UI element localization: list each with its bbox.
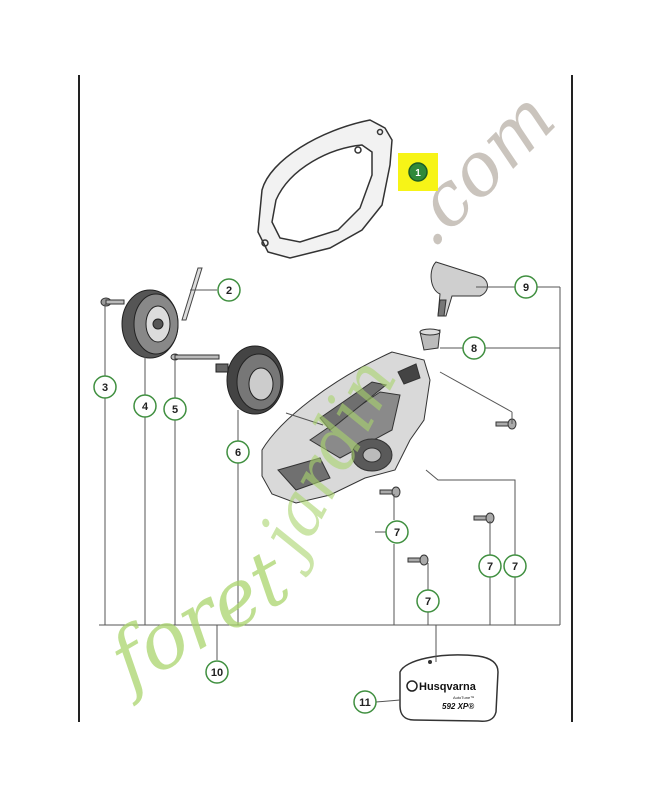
watermark-foret: foret xyxy=(90,533,305,709)
part-screw-7-a xyxy=(379,486,401,498)
callout-7-a: 7 xyxy=(385,520,409,544)
callout-1-label: 1 xyxy=(415,168,421,179)
part-spring xyxy=(181,267,203,321)
callouts: 1 2 3 4 5 6 7 7 xyxy=(93,153,538,714)
part-screw-7-b xyxy=(473,512,495,524)
part-rope-guide xyxy=(419,328,441,351)
callout-7-b: 7 xyxy=(478,554,502,578)
callout-4: 4 xyxy=(133,394,157,418)
part-starter-housing xyxy=(261,351,431,504)
callout-7-a-label: 7 xyxy=(394,527,400,539)
callout-9: 9 xyxy=(514,275,538,299)
part-starter-handle xyxy=(430,261,488,317)
part-pin xyxy=(170,353,220,361)
part-screw-3 xyxy=(100,297,125,307)
part-pulley xyxy=(121,289,179,359)
callout-7-c: 7 xyxy=(503,554,527,578)
decal-brand: Husqvarna xyxy=(419,681,477,693)
callout-4-label: 4 xyxy=(142,401,149,413)
callout-6: 6 xyxy=(226,440,250,464)
callout-8: 8 xyxy=(462,336,486,360)
callout-10: 10 xyxy=(205,660,229,684)
callout-3-label: 3 xyxy=(102,382,108,394)
callout-11: 11 xyxy=(353,690,377,714)
decal-model: 592 XP® xyxy=(442,702,474,711)
callout-7-d: 7 xyxy=(416,589,440,613)
callout-8-label: 8 xyxy=(471,343,477,355)
husqvarna-logo-icon xyxy=(406,680,418,692)
part-spring-cassette xyxy=(215,345,284,415)
callout-1: 1 xyxy=(398,153,438,191)
part-starter-cover-frame xyxy=(257,119,393,259)
callout-7-c-label: 7 xyxy=(512,561,518,573)
callout-5: 5 xyxy=(163,397,187,421)
callout-7-b-label: 7 xyxy=(487,561,493,573)
part-screw-7-upper xyxy=(495,418,517,430)
leader-lines xyxy=(99,286,561,703)
callout-6-label: 6 xyxy=(235,447,241,459)
decal-series: AutoTune™ xyxy=(453,695,474,700)
callout-2-label: 2 xyxy=(226,285,232,297)
callout-5-label: 5 xyxy=(172,404,178,416)
part-screw-7-c xyxy=(407,554,429,566)
part-decal: Husqvarna AutoTune™ 592 XP® xyxy=(399,654,499,722)
callout-3: 3 xyxy=(93,375,117,399)
callout-9-label: 9 xyxy=(523,282,529,294)
callout-11-label: 11 xyxy=(359,697,371,709)
callout-7-d-label: 7 xyxy=(425,596,431,608)
callout-10-label: 10 xyxy=(211,667,223,679)
callout-2: 2 xyxy=(217,278,241,302)
